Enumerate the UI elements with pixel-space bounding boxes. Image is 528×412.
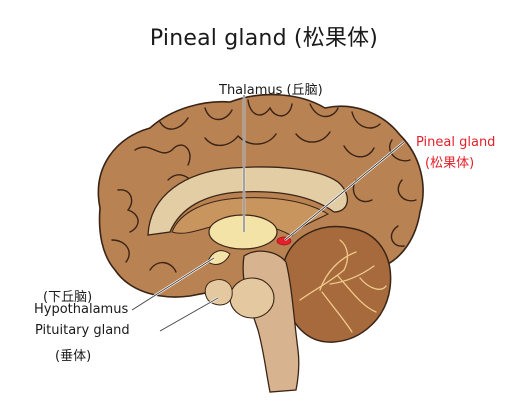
hypothalamus-leader-line-stroke <box>131 257 215 311</box>
pituitary-gland-label: Pituitary gland <box>35 323 130 338</box>
cerebellum-shape <box>282 225 392 343</box>
hypothalamus-label-chinese: (下丘脑) <box>43 290 93 305</box>
pineal-gland-label-chinese: (松果体) <box>425 156 475 171</box>
pineal-gland-label: Pineal gland <box>416 135 496 150</box>
pons-shape <box>229 277 275 319</box>
pituitary-leader-line-stroke <box>159 297 219 332</box>
corpus-callosum <box>147 166 348 236</box>
thalamus-label: Thalamus (丘脑) <box>219 83 323 98</box>
arbor-vitae <box>299 239 387 333</box>
diagram-title: Pineal gland (松果体) <box>149 26 379 51</box>
hypothalamus-label: Hypothalamus <box>34 302 129 317</box>
pituitary-shape <box>204 279 233 306</box>
pituitary-gland-label-chinese: (垂体) <box>55 349 92 364</box>
cortex-folds <box>111 99 417 273</box>
hypothalamus-shape <box>207 250 231 265</box>
pineal-leader-line-stroke <box>284 141 405 241</box>
